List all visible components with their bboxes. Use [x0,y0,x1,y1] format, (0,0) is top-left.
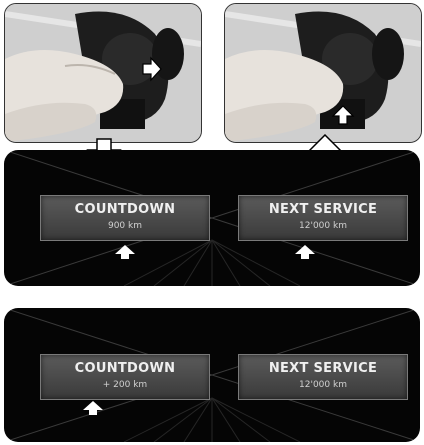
countdown-box: COUNTDOWN 900 km [40,195,210,241]
next-service-title: NEXT SERVICE [239,361,407,376]
next-service-value: 12'000 km [239,221,407,231]
countdown-value: 900 km [41,221,209,231]
dashboard-display-bottom: COUNTDOWN + 200 km NEXT SERVICE 12'000 k… [4,308,420,442]
selection-arrow-icon [294,244,316,260]
next-service-value: 12'000 km [239,380,407,390]
countdown-value: + 200 km [41,380,209,390]
next-service-title: NEXT SERVICE [239,202,407,217]
selection-arrow-icon [114,244,136,260]
dashboard-display-top: COUNTDOWN 900 km NEXT SERVICE 12'000 km [4,150,420,286]
arrow-right-icon [141,56,163,82]
next-service-box: NEXT SERVICE 12'000 km [238,195,408,241]
countdown-title: COUNTDOWN [41,361,209,376]
photo-press-button-up [224,3,422,143]
next-service-box: NEXT SERVICE 12'000 km [238,354,408,400]
countdown-title: COUNTDOWN [41,202,209,217]
countdown-box: COUNTDOWN + 200 km [40,354,210,400]
photo-press-button-right [4,3,202,143]
selection-arrow-icon [82,400,104,416]
handlebar-switch-image [5,4,201,142]
handlebar-switch-image-2 [225,4,421,142]
arrow-up-icon [331,104,355,126]
